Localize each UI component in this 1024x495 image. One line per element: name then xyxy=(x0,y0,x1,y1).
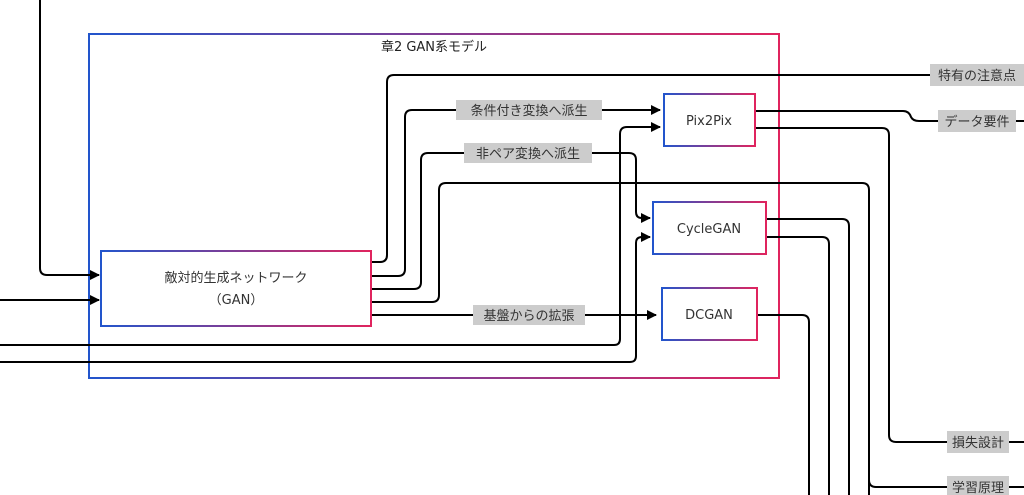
node-dcgan[interactable]: DCGAN xyxy=(661,287,758,341)
edge-to-pix2pix-external xyxy=(0,122,661,346)
node-gan[interactable]: 敵対的生成ネットワーク （GAN） xyxy=(100,250,372,327)
edge-label-conditional: 条件付き変換へ派生 xyxy=(470,103,587,119)
ext-label-caveats: 特有の注意点 xyxy=(938,68,1016,84)
group-title: 章2 GAN系モデル xyxy=(381,39,487,55)
edge-cyclegan-2 xyxy=(766,236,830,495)
edge-incoming-1 xyxy=(39,0,100,280)
edge-dcgan-out xyxy=(757,314,810,495)
node-dcgan-label: DCGAN xyxy=(685,308,733,323)
node-gan-line1: 敵対的生成ネットワーク xyxy=(164,270,307,286)
edge-cyclegan-1 xyxy=(766,218,850,495)
ext-label-learning: 学習原理 xyxy=(952,480,1004,495)
ext-label-data-req: データ要件 xyxy=(944,114,1009,130)
edge-learning xyxy=(868,479,1024,488)
ext-label-loss: 損失設計 xyxy=(952,435,1004,451)
node-pix2pix-label: Pix2Pix xyxy=(686,114,732,129)
edge-label-extension: 基盤からの拡張 xyxy=(483,309,574,324)
edge-gan-caveats xyxy=(371,74,1024,263)
node-pix2pix[interactable]: Pix2Pix xyxy=(663,93,756,147)
node-cyclegan-label: CycleGAN xyxy=(677,222,741,237)
node-cyclegan[interactable]: CycleGAN xyxy=(652,201,767,255)
node-gan-line2: （GAN） xyxy=(209,293,264,308)
group-frame xyxy=(88,33,780,379)
edge-label-unpaired: 非ペア変換へ派生 xyxy=(476,146,580,162)
edge-pix2pix-loss xyxy=(755,127,1024,443)
edge-gan-loss xyxy=(371,182,870,495)
edge-gan-pix2pix xyxy=(371,105,661,277)
edge-pix2pix-data xyxy=(755,110,1024,122)
edge-to-cyclegan-external xyxy=(0,232,651,363)
edge-gan-cyclegan xyxy=(371,152,651,290)
